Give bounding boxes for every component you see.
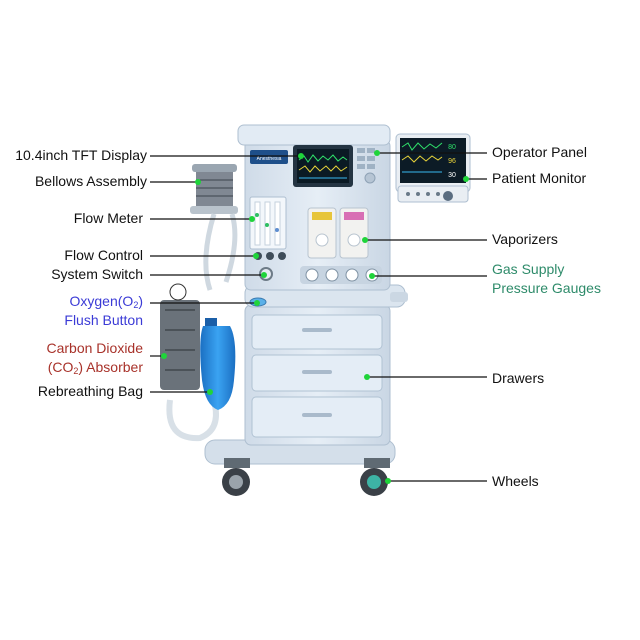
marker-patient-monitor <box>463 176 469 182</box>
label-gas-supply-line2: Pressure Gauges <box>492 280 601 296</box>
operator-panel-buttons <box>357 148 376 184</box>
monitor-value-1: 80 <box>448 144 456 151</box>
label-system-switch: System Switch <box>51 266 143 282</box>
leader-lines <box>150 152 487 482</box>
marker-vaporizers <box>362 237 368 243</box>
monitor-value-3: 30 <box>448 172 456 179</box>
monitor-value-2: 96 <box>448 158 456 165</box>
co2-absorber <box>160 283 200 390</box>
o2-flush-subscript: 2 <box>133 300 139 310</box>
vaporizers <box>307 207 369 259</box>
brand-text: Anesthesia <box>257 156 282 162</box>
wheel-left <box>222 458 250 496</box>
o2-flush-text-a: Oxygen(O <box>69 293 134 309</box>
label-patient-monitor: Patient Monitor <box>492 170 587 186</box>
marker-system-switch <box>261 272 267 278</box>
marker-o2-flush <box>254 300 260 306</box>
wheel-right <box>360 458 390 496</box>
brand-plate <box>250 150 288 164</box>
flow-meter-tubes <box>249 196 287 250</box>
patient-monitor: 80 96 30 <box>395 133 471 203</box>
label-operator-panel: Operator Panel <box>492 144 587 160</box>
marker-drawers <box>364 374 370 380</box>
bellows-assembly <box>190 164 238 214</box>
label-vaporizers: Vaporizers <box>492 231 558 247</box>
label-bellows-assembly: Bellows Assembly <box>34 173 147 189</box>
label-tft-display: 10.4inch TFT Display <box>15 147 147 163</box>
rebreathing-bag <box>200 318 236 410</box>
label-gas-supply-line1: Gas Supply <box>492 261 565 277</box>
marker-rebreathing-bag <box>207 389 213 395</box>
label-wheels: Wheels <box>492 473 539 489</box>
co2-text-b: ) Absorber <box>78 359 143 375</box>
label-co2-line2: (CO2) Absorber <box>48 358 143 381</box>
marker-co2-absorber <box>161 353 167 359</box>
machine-illustration: Anesthesia <box>160 124 471 496</box>
label-o2-flush-line2: Flush Button <box>64 312 143 328</box>
label-flow-control: Flow Control <box>64 247 143 263</box>
marker-gas-supply <box>369 273 375 279</box>
gas-supply-gauges <box>300 266 382 284</box>
label-drawers: Drawers <box>492 370 545 386</box>
marker-flow-meter <box>249 216 255 222</box>
label-rebreathing-bag: Rebreathing Bag <box>37 383 143 399</box>
co2-text-a: (CO <box>47 359 74 375</box>
marker-wheels <box>385 478 391 484</box>
marker-tft-display <box>298 153 304 159</box>
marker-operator-panel <box>374 150 380 156</box>
label-flow-meter: Flow Meter <box>73 210 143 226</box>
marker-bellows <box>195 179 201 185</box>
pointer-markers <box>161 150 469 484</box>
marker-flow-control <box>253 253 259 259</box>
o2-flush-text-b: ) <box>138 293 143 309</box>
label-o2-flush-line1: Oxygen(O2) <box>70 292 144 315</box>
tft-display-screen <box>297 149 349 183</box>
co2-subscript: 2 <box>73 366 79 376</box>
label-co2-line1: Carbon Dioxide <box>46 340 144 356</box>
top-cap <box>237 124 391 146</box>
